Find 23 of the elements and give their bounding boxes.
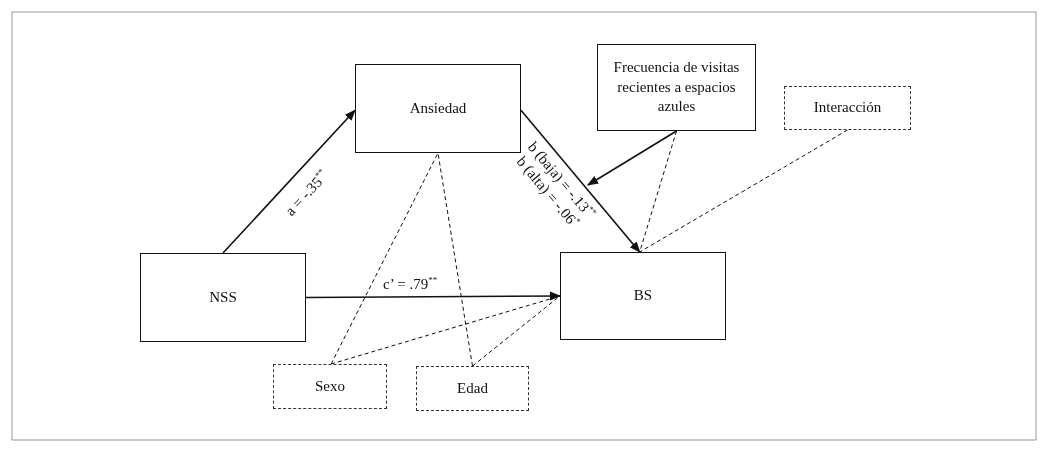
variable-box [560, 252, 726, 340]
dashed-box [784, 86, 911, 130]
dashed-line [639, 129, 848, 253]
arrow [520, 109, 641, 253]
edge-label: c’ = .79$^{**}$ [383, 276, 438, 292]
dashed-box [273, 364, 387, 409]
node-label: NSS [208, 287, 238, 307]
dashed-line [472, 295, 561, 367]
arrow [305, 291, 562, 301]
variable-box [597, 44, 756, 131]
variable-box [140, 253, 306, 342]
node-label: Edad [456, 378, 489, 398]
node-label: Interacción [812, 98, 883, 118]
arrow [222, 109, 356, 254]
dashed-line [437, 152, 473, 367]
dashed-line [330, 152, 439, 365]
dashed-box [416, 366, 529, 411]
variable-box [355, 64, 521, 153]
node-label: Frecuencia de visitas recientes a espacios azules [612, 58, 741, 117]
node-label: Ansiedad [408, 98, 468, 118]
node-label: BS [632, 286, 654, 306]
node-label: Sexo [314, 376, 346, 396]
arrow [587, 130, 678, 186]
